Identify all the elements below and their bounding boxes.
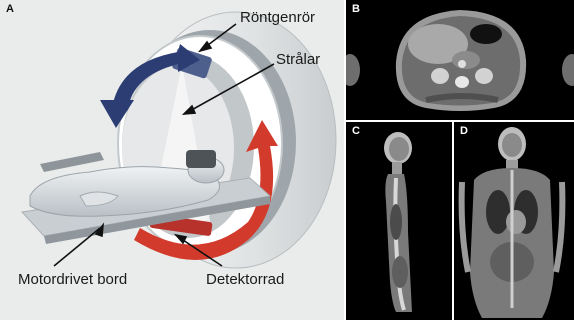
ct-scanner-illustration-panel: A Röntgenrör Strålar Motordrivet bord De…: [0, 0, 344, 320]
panel-label-b: B: [352, 3, 360, 15]
panel-label-c: C: [352, 125, 360, 137]
callout-detector-row: Detektorrad: [206, 272, 284, 288]
sagittal-ct-image-panel: C: [346, 122, 452, 320]
table-rail: [40, 152, 104, 172]
coronal-ct-image: [454, 122, 574, 320]
callout-rays: Strålar: [276, 52, 320, 68]
coronal-ct-image-panel: D: [454, 122, 574, 320]
callout-xray-tube: Röntgenrör: [240, 10, 315, 26]
callout-motorized-table: Motordrivet bord: [18, 272, 127, 288]
panel-label-a: A: [6, 3, 14, 15]
sagittal-ct-image: [346, 122, 452, 320]
head-support: [186, 150, 216, 168]
axial-ct-image-panel: B: [346, 0, 574, 120]
panel-label-d: D: [460, 125, 468, 137]
axial-ct-image: [346, 0, 574, 120]
